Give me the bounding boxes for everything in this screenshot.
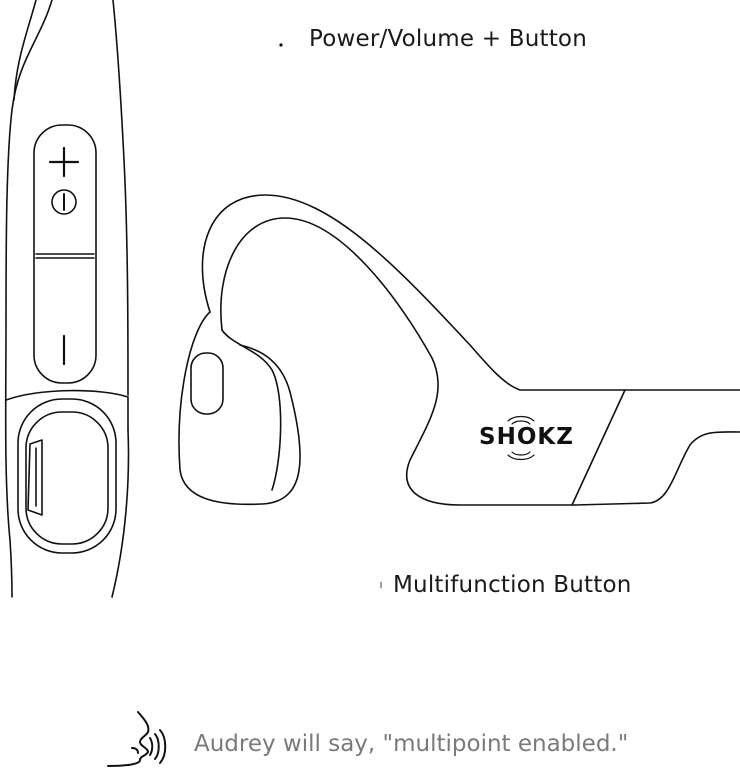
logo-wave-icon: [507, 415, 535, 461]
volume-plus-icon: [48, 146, 80, 178]
button-capsule: [33, 124, 97, 384]
voice-prompt-caption: Audrey will say, "multipoint enabled.": [194, 731, 629, 757]
side-view-earpiece: [4, 0, 130, 598]
power-icon: [51, 189, 77, 215]
power-pointer-dot: [279, 43, 283, 47]
speaking-head-icon: [107, 711, 167, 767]
brand-logo: SHOKZ: [479, 424, 574, 450]
multifunction-button: [190, 352, 224, 415]
power-volume-label: Power/Volume + Button: [309, 26, 587, 52]
headphone-profile: [178, 194, 740, 506]
earpiece-pod: [17, 398, 117, 554]
multifunction-label: Multifunction Button: [393, 572, 632, 598]
